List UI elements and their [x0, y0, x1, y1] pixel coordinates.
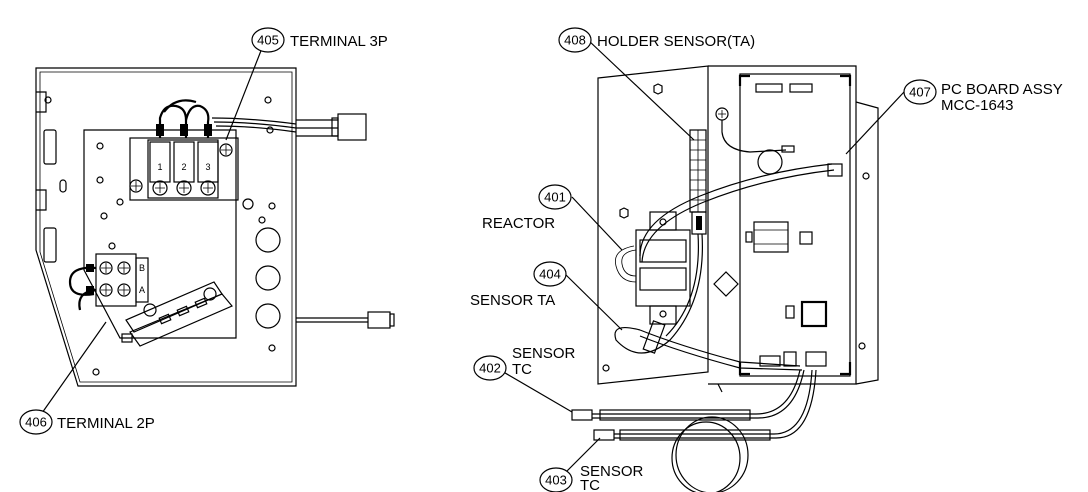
callout-403: 403 SENSOR TC: [539, 463, 644, 492]
callout-407-label-line1: PC BOARD ASSY: [941, 81, 1063, 98]
callout-406-number: 406: [25, 415, 47, 430]
callout-406: 406 TERMINAL 2P: [19, 409, 155, 435]
callout-404-label: SENSOR TA: [470, 292, 555, 309]
callout-408-label: HOLDER SENSOR(TA): [597, 33, 755, 50]
reactor: [615, 163, 835, 325]
sensor-holder: [689, 129, 707, 235]
callout-404: 404 SENSOR TA: [470, 261, 567, 309]
callout-404-number: 404: [539, 267, 561, 282]
callout-405: 405 TERMINAL 3P: [251, 27, 388, 53]
callout-401-number: 401: [544, 190, 566, 205]
terminal-2p-position-a: A: [139, 285, 145, 295]
terminal-2p-position-b: B: [139, 263, 145, 273]
callout-402-number: 402: [479, 361, 501, 376]
callout-405-number: 405: [257, 33, 279, 48]
callout-402: 402 SENSOR TC: [473, 345, 576, 381]
cable-clamp: [121, 281, 233, 347]
terminal-3p-position-1: 1: [157, 162, 162, 172]
callout-401: 401 REACTOR: [482, 184, 572, 232]
callout-401-label: REACTOR: [482, 215, 555, 232]
terminal-3p-position-2: 2: [181, 162, 186, 172]
terminal-2p-block: A B: [68, 242, 149, 311]
callout-403-label-line2: TC: [580, 477, 600, 492]
callout-402-label-line2: TC: [512, 361, 532, 378]
terminal-3p-position-3: 3: [205, 162, 210, 172]
callout-405-label: TERMINAL 3P: [290, 33, 388, 50]
callout-407: 407 PC BOARD ASSY MCC-1643: [903, 79, 1063, 114]
pc-board: [713, 73, 852, 377]
callout-408-number: 408: [564, 33, 586, 48]
callout-407-number: 407: [909, 85, 931, 100]
terminal-3p-block: 1 2 3: [129, 99, 367, 201]
callout-403-number: 403: [545, 473, 567, 488]
electrical-box-assembly: 1 2 3 A: [35, 67, 395, 387]
callout-402-label-line1: SENSOR: [512, 345, 576, 362]
callout-408: 408 HOLDER SENSOR(TA): [558, 27, 755, 53]
callout-406-label: TERMINAL 2P: [57, 415, 155, 432]
callout-407-label-line2: MCC-1643: [941, 97, 1014, 114]
pcb-reactor-assembly: [571, 65, 879, 492]
callout-403-label-line1: SENSOR: [580, 463, 644, 480]
